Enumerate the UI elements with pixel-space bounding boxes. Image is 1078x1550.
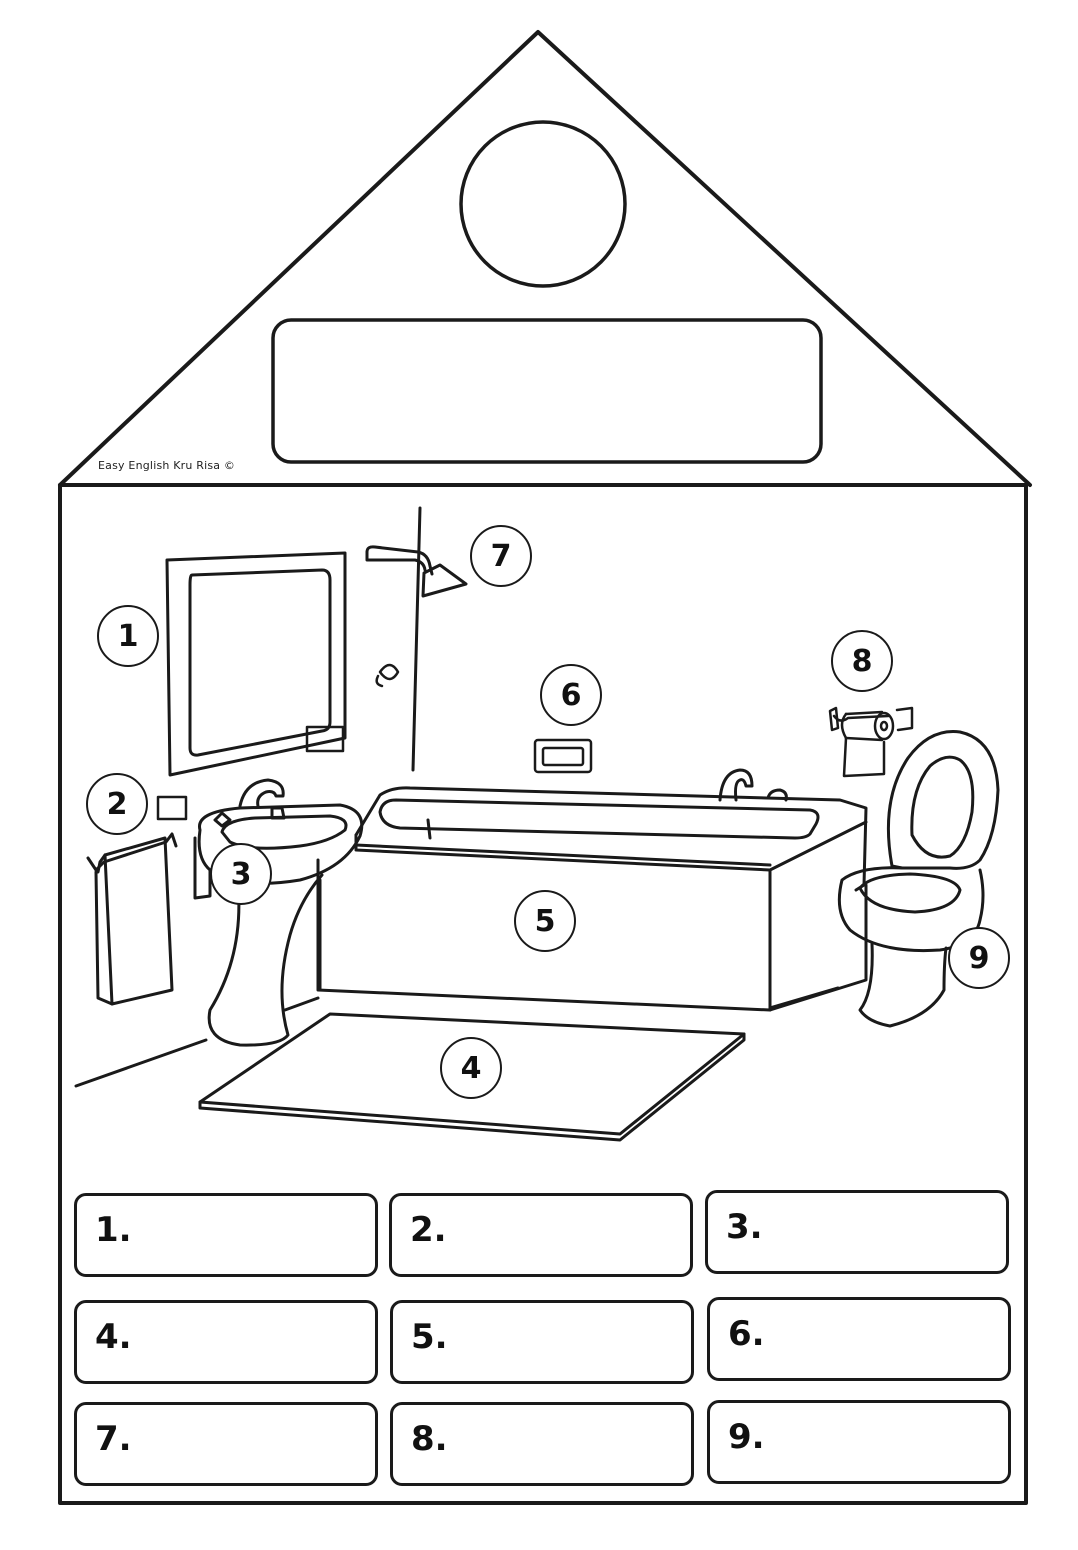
towel-illustration bbox=[86, 832, 178, 1006]
callout-label: 9 bbox=[968, 940, 990, 976]
answer-box-1[interactable]: 1. bbox=[74, 1193, 378, 1277]
house-outline bbox=[58, 30, 1032, 1505]
callout-2: 2 bbox=[86, 773, 148, 835]
answer-label: 7. bbox=[95, 1419, 132, 1459]
answer-box-5[interactable]: 5. bbox=[390, 1300, 694, 1384]
answer-box-9[interactable]: 9. bbox=[707, 1400, 1011, 1484]
callout-label: 7 bbox=[490, 538, 512, 574]
soap-dish-illustration bbox=[533, 738, 593, 774]
callout-8: 8 bbox=[831, 630, 893, 692]
callout-label: 8 bbox=[851, 643, 873, 679]
answer-label: 8. bbox=[411, 1419, 448, 1459]
callout-label: 3 bbox=[230, 856, 252, 892]
answer-label: 2. bbox=[410, 1210, 447, 1250]
answer-label: 3. bbox=[726, 1207, 763, 1247]
wall-switches bbox=[156, 663, 400, 821]
bathtub-illustration bbox=[316, 768, 868, 1012]
answer-box-8[interactable]: 8. bbox=[390, 1402, 694, 1486]
toilet-paper-illustration bbox=[828, 706, 914, 778]
answer-box-7[interactable]: 7. bbox=[74, 1402, 378, 1486]
answer-label: 9. bbox=[728, 1417, 765, 1457]
callout-1: 1 bbox=[97, 605, 159, 667]
callout-4: 4 bbox=[440, 1037, 502, 1099]
callout-9: 9 bbox=[948, 927, 1010, 989]
answer-box-3[interactable]: 3. bbox=[705, 1190, 1009, 1274]
answer-label: 6. bbox=[728, 1314, 765, 1354]
toilet-illustration bbox=[837, 730, 1000, 1028]
shower-illustration bbox=[365, 545, 468, 598]
callout-label: 6 bbox=[560, 677, 582, 713]
callout-5: 5 bbox=[514, 890, 576, 952]
answer-box-2[interactable]: 2. bbox=[389, 1193, 693, 1277]
sink-illustration bbox=[193, 778, 364, 1047]
title-box bbox=[271, 318, 823, 464]
answer-label: 5. bbox=[411, 1317, 448, 1357]
answer-box-4[interactable]: 4. bbox=[74, 1300, 378, 1384]
callout-7: 7 bbox=[470, 525, 532, 587]
callout-3: 3 bbox=[210, 843, 272, 905]
credit-text: Easy English Kru Risa © bbox=[98, 459, 236, 472]
answer-box-6[interactable]: 6. bbox=[707, 1297, 1011, 1381]
callout-6: 6 bbox=[540, 664, 602, 726]
callout-label: 1 bbox=[117, 618, 139, 654]
title-circle bbox=[459, 120, 627, 288]
answer-label: 1. bbox=[95, 1210, 132, 1250]
callout-label: 2 bbox=[106, 786, 128, 822]
bath-mat-illustration bbox=[198, 1012, 746, 1142]
answer-label: 4. bbox=[95, 1317, 132, 1357]
mirror-illustration bbox=[165, 551, 347, 777]
callout-label: 5 bbox=[534, 903, 556, 939]
callout-label: 4 bbox=[460, 1050, 482, 1086]
